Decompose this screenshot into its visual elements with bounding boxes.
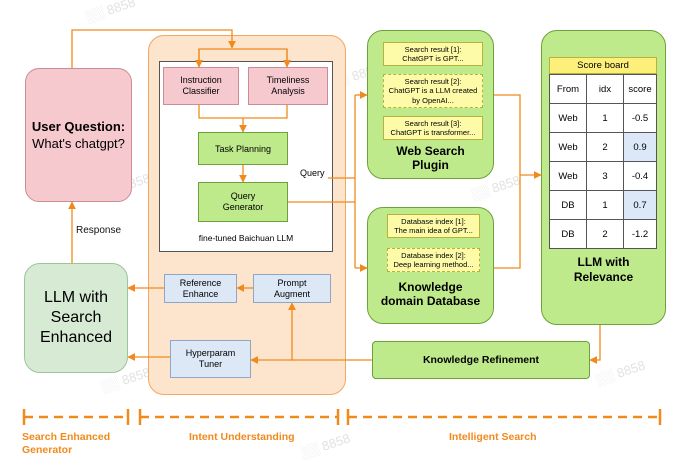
instruction-classifier-box: Instruction Classifier xyxy=(163,67,239,105)
database-index-1-line2: The main idea of GPT... xyxy=(394,226,473,235)
task-planning-box: Task Planning xyxy=(198,132,288,165)
baichuan-caption: fine-tuned Baichuan LLM xyxy=(198,233,294,243)
score-cell-score: -0.4 xyxy=(623,161,657,191)
section-generator-line2: Generator xyxy=(22,444,73,456)
user-question-title: User Question: xyxy=(31,119,126,134)
section-generator-line1: Search Enhanced xyxy=(22,431,111,443)
query-generator-box: Query Generator xyxy=(198,182,288,222)
score-cell-from: Web xyxy=(549,132,587,162)
web-search-title-line1: Web Search xyxy=(396,144,465,158)
database-index-2-line2: Deep learning method... xyxy=(393,260,474,269)
query-label: Query xyxy=(300,168,325,178)
section-intelligent-search: Intelligent Search xyxy=(449,431,537,443)
prompt-augment-line2: Augment xyxy=(273,288,311,299)
knowledge-db-title: Knowledge domain Database xyxy=(367,280,494,308)
knowledge-refinement-box: Knowledge Refinement xyxy=(372,341,590,379)
web-search-title: Web Search Plugin xyxy=(367,144,494,172)
instruction-classifier-line1: Instruction xyxy=(180,75,222,85)
web-search-title-line2: Plugin xyxy=(412,158,449,172)
llm-search-line2: Search xyxy=(50,309,102,326)
llm-search-line3: Enhanced xyxy=(39,329,113,346)
search-result-1-line2: ChatGPT is GPT... xyxy=(402,54,464,63)
score-header-from: From xyxy=(549,74,587,104)
hyperparam-tuner-line2: Tuner xyxy=(198,359,223,369)
score-header-row: From idx score xyxy=(549,74,657,104)
search-result-2-line2: ChatGPT is a LLM created xyxy=(388,86,478,96)
reference-enhance-line1: Reference xyxy=(179,277,222,288)
score-cell-score: -0.5 xyxy=(623,103,657,133)
timeliness-analysis-box: Timeliness Analysis xyxy=(248,67,328,105)
llm-search-line1: LLM with xyxy=(43,289,109,306)
knowledge-db-title-line1: Knowledge xyxy=(398,280,463,294)
search-result-2-line1: Search result [2]: xyxy=(404,76,462,86)
search-result-1: Search result [1]: ChatGPT is GPT... xyxy=(383,42,483,66)
database-index-2-line1: Database index [2]: xyxy=(401,250,466,260)
instruction-classifier-line2: Classifier xyxy=(182,86,220,96)
reference-enhance-line2: Enhance xyxy=(182,288,219,299)
search-result-3-line2: ChatGPT is transformer... xyxy=(390,128,476,137)
search-result-3-line1: Search result [3]: xyxy=(404,118,462,128)
section-intent-understanding: Intent Understanding xyxy=(189,431,295,443)
llm-relevance-line2: Relevance xyxy=(573,270,634,284)
hyperparam-tuner-box: Hyperparam Tuner xyxy=(170,340,251,378)
prompt-augment-box: Prompt Augment xyxy=(253,274,331,303)
score-header-idx: idx xyxy=(586,74,624,104)
database-index-2: Database index [2]: Deep learning method… xyxy=(387,248,480,272)
hyperparam-tuner-line1: Hyperparam xyxy=(185,348,236,358)
section-search-enhanced-generator: Search Enhanced Generator xyxy=(22,431,110,457)
knowledge-db-title-line2: domain Database xyxy=(380,294,481,308)
score-cell-from: Web xyxy=(549,103,587,133)
timeliness-analysis-line1: Timeliness xyxy=(266,75,310,85)
llm-relevance-title: LLM with Relevance xyxy=(541,255,666,285)
response-label: Response xyxy=(76,225,122,236)
score-cell-from: Web xyxy=(549,161,587,191)
search-result-2-line3: by OpenAI... xyxy=(412,95,454,105)
user-question-box: User Question: What's chatgpt? xyxy=(25,68,132,202)
search-result-2: Search result [2]: ChatGPT is a LLM crea… xyxy=(383,74,483,108)
score-cell-score: -1.2 xyxy=(623,219,657,249)
score-cell-idx: 3 xyxy=(586,161,624,191)
score-cell-idx: 1 xyxy=(586,190,624,220)
user-question-text: What's chatgpt? xyxy=(32,136,125,151)
prompt-augment-line1: Prompt xyxy=(277,277,307,288)
score-cell-idx: 2 xyxy=(586,132,624,162)
score-board-title: Score board xyxy=(549,57,657,74)
database-index-1: Database index [1]: The main idea of GPT… xyxy=(387,214,480,238)
score-cell-idx: 2 xyxy=(586,219,624,249)
llm-search-enhanced-box: LLM with Search Enhanced xyxy=(24,263,128,373)
llm-relevance-line1: LLM with xyxy=(577,255,630,269)
query-generator-line2: Generator xyxy=(222,202,264,212)
score-cell-idx: 1 xyxy=(586,103,624,133)
search-result-3: Search result [3]: ChatGPT is transforme… xyxy=(383,116,483,140)
score-cell-score: 0.7 xyxy=(623,190,657,220)
reference-enhance-box: Reference Enhance xyxy=(164,274,237,303)
score-cell-from: DB xyxy=(549,219,587,249)
timeliness-analysis-line2: Analysis xyxy=(271,86,305,96)
score-cell-score: 0.9 xyxy=(623,132,657,162)
query-generator-line1: Query xyxy=(230,191,256,201)
score-header-score: score xyxy=(623,74,657,104)
search-result-1-line1: Search result [1]: xyxy=(404,44,462,54)
score-cell-from: DB xyxy=(549,190,587,220)
database-index-1-line1: Database index [1]: xyxy=(401,216,466,226)
